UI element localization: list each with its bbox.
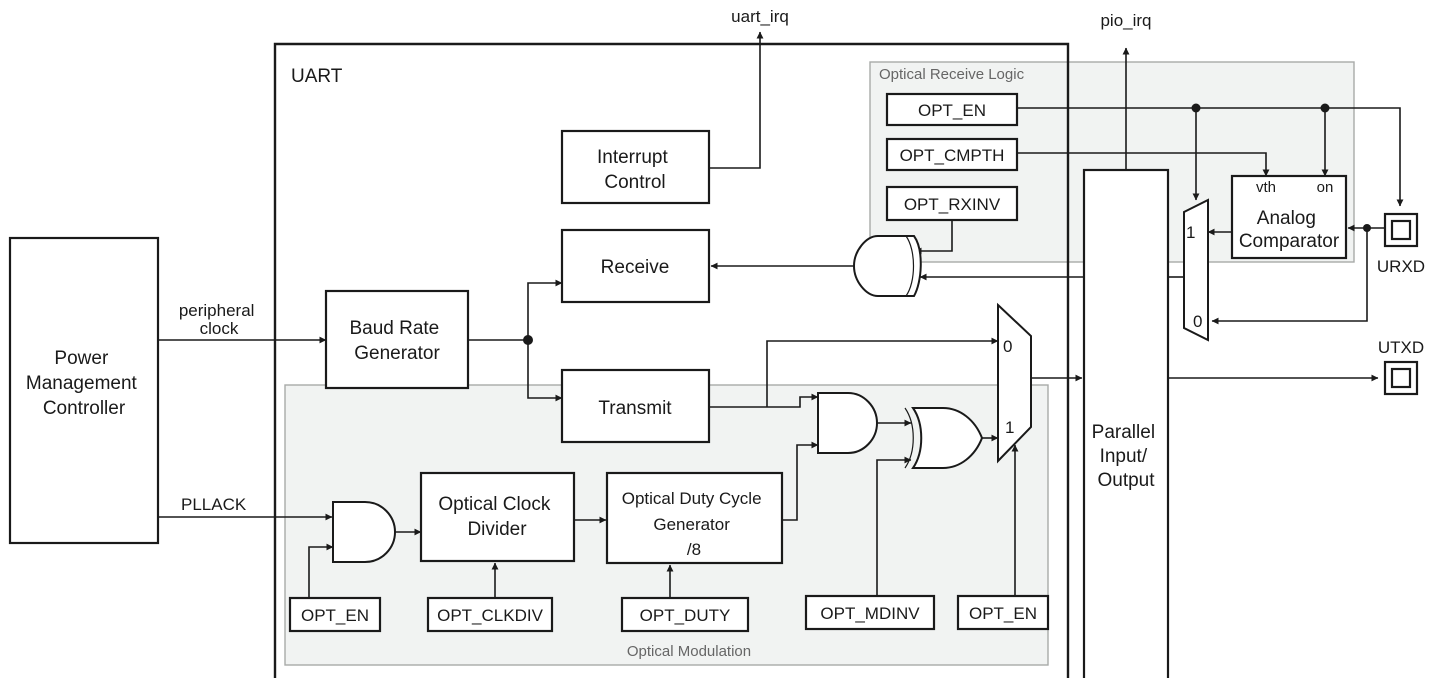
pio-label: Parallel Input/ Output [1092,422,1161,491]
opt-mdinv-label: OPT_MDINV [820,604,920,623]
transmit-mux [997,302,1032,464]
comparator-vth-label: vth [1256,179,1276,196]
comparator-on-label: on [1317,179,1334,196]
utxd-pad [1383,360,1419,396]
transmit-label: Transmit [598,398,672,419]
receive-mux [1183,198,1209,342]
opt-en-mod-register [288,596,382,633]
baud-rate-generator-label: Baud Rate Generator [349,318,444,364]
receive-block [560,228,711,304]
opt-en-mux-register [956,594,1050,631]
urxd-pad [1383,212,1419,248]
optical-duty-cycle-generator-block [605,471,784,565]
transmit-block [560,368,711,444]
rx-mux-input-1: 1 [1186,223,1195,242]
opt-en-mod-label: OPT_EN [301,606,369,625]
uart-block [273,42,1070,678]
opt-en-rx-register [885,92,1019,127]
optical-duty-cycle-generator-label: Optical Duty Cycle Generator /8 [622,489,767,559]
pllack-and-gate [332,501,397,563]
utxd-label: UTXD [1378,338,1424,357]
pmc-block [8,236,160,545]
urxd-label: URXD [1377,257,1425,276]
optical-modulation-region-label: Optical Modulation [627,643,751,660]
opt-clkdiv-label: OPT_CLKDIV [437,606,543,625]
opt-cmpth-register [885,137,1019,172]
optical-clock-divider-block [419,471,576,563]
uart-irq-wire [709,31,764,169]
peripheral-clock-label: peripheral clock [179,301,259,338]
tx-mux-input-0: 0 [1003,337,1012,356]
rx-mux-input-0: 0 [1193,312,1202,331]
tx-mux-input-1: 1 [1005,418,1014,437]
interrupt-control-label: Interrupt Control [597,147,673,193]
opt-duty-label: OPT_DUTY [640,606,731,625]
modulation-xor-gate [904,407,984,469]
opt-en-rx-label: OPT_EN [918,101,986,120]
modulation-and-gate [817,392,879,454]
uart-title: UART [291,66,343,87]
opt-mdinv-register [804,594,936,631]
optical-clock-divider-label: Optical Clock Divider [438,494,555,540]
opt-rxinv-label: OPT_RXINV [904,195,1001,214]
optical-receive-region-label: Optical Receive Logic [879,66,1025,83]
analog-comparator-label: Analog Comparator [1239,208,1340,252]
pllack-label: PLLACK [181,495,247,514]
receive-label: Receive [601,257,670,278]
interrupt-control-block [560,129,711,205]
opt-en-mux-label: OPT_EN [969,604,1037,623]
baud-rate-generator-block [324,289,470,390]
opt-cmpth-label: OPT_CMPTH [900,146,1005,165]
opt-rxinv-register [885,185,1019,222]
pio-irq-label: pio_irq [1100,11,1151,30]
uart-irq-label: uart_irq [731,7,789,26]
receive-xor-gate [852,235,922,297]
opt-duty-register [620,596,750,633]
analog-comparator-block [1230,174,1348,260]
opt-clkdiv-register [426,596,554,633]
pmc-label: Power Management Controller [26,348,142,419]
